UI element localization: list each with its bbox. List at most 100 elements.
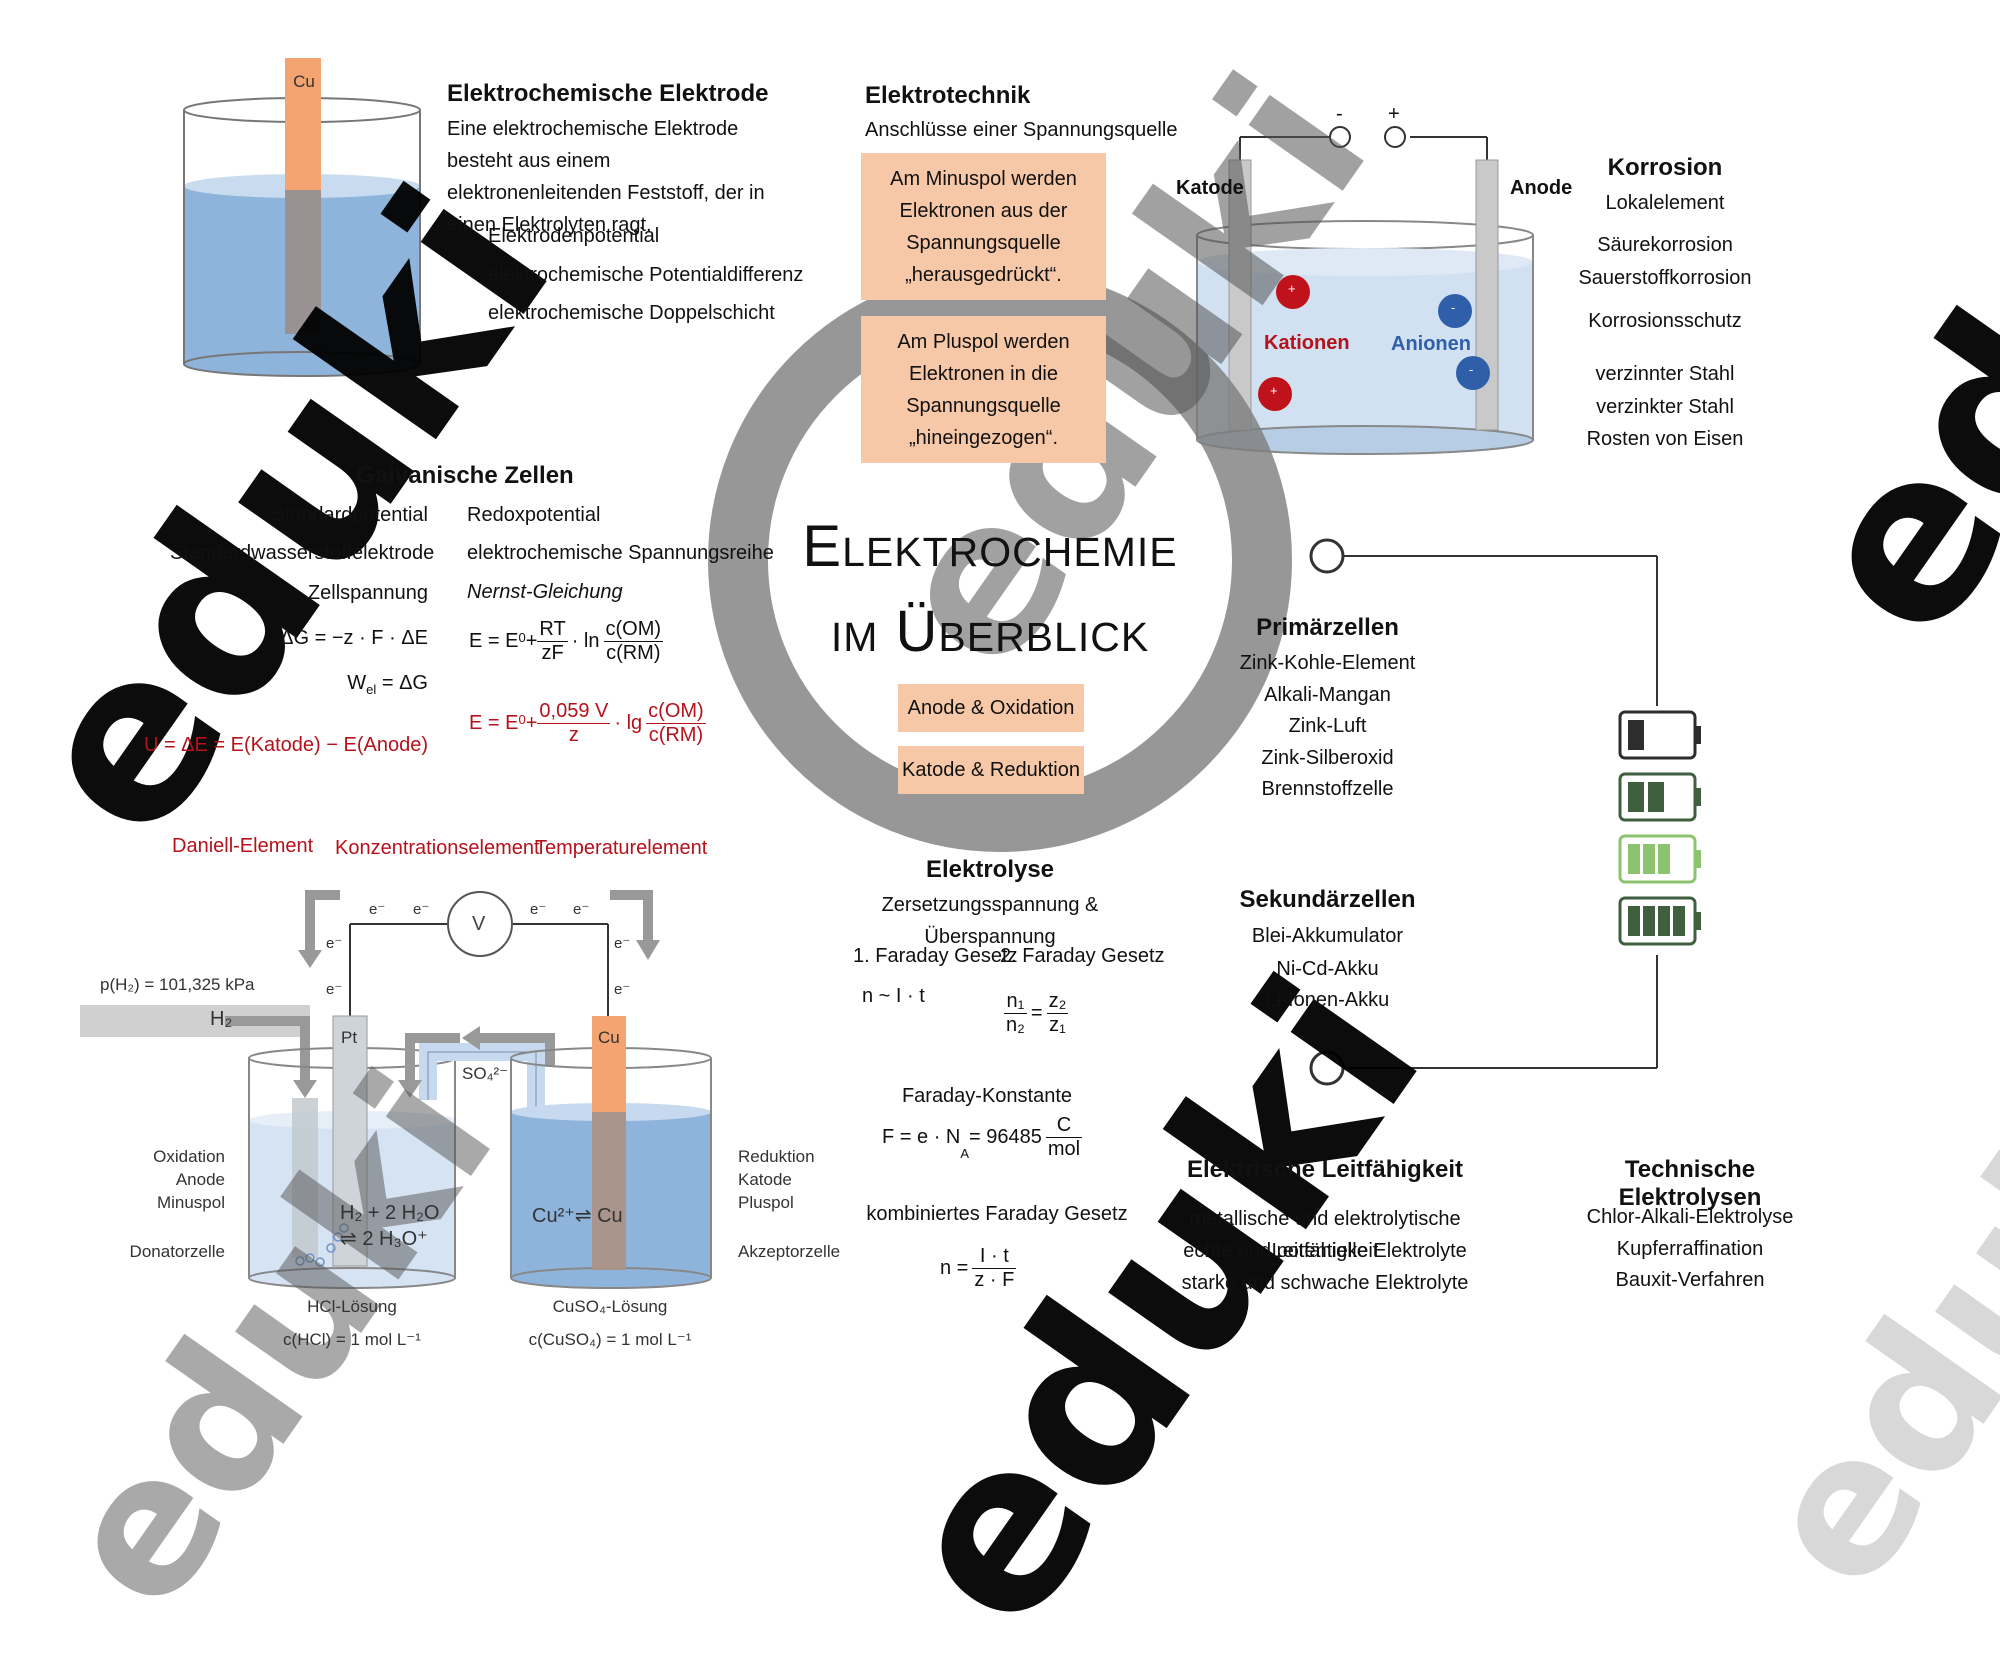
left-reaction-2: ⇌ 2 H₃O⁺: [340, 1228, 428, 1250]
f-unit-d: mol: [1047, 1138, 1081, 1160]
sekundaer-item-3: Li-Ionen-Akku: [1265, 989, 1390, 1011]
nernst2-lhs: E = E: [469, 712, 519, 734]
korrosion-item-2: Säurekorrosion: [1597, 234, 1733, 256]
nernst1-plus: +: [525, 630, 538, 652]
faraday-proportionality: n ~ I · t: [862, 985, 925, 1007]
f-sub: A: [960, 1146, 970, 1161]
right-label-1: Reduktion: [738, 1147, 815, 1166]
galvanisch-left-1: Standardpotential: [271, 504, 428, 526]
f-unit-n: C: [1045, 1114, 1083, 1138]
electron-2: e⁻: [413, 901, 430, 918]
ratio-equals: =: [1030, 1002, 1043, 1024]
kombiniertes-gesetz: kombiniertes Faraday Gesetz: [866, 1203, 1128, 1225]
left-label-3: Minuspol: [156, 1193, 225, 1212]
cation-sign-2: +: [1270, 383, 1278, 398]
electrode-item-3: elektrochemische Doppelschicht: [488, 302, 775, 324]
kombi-den: z · F: [974, 1269, 1015, 1291]
electron-1: e⁻: [369, 901, 386, 918]
galvanisch-right-2: elektrochemische Spannungsreihe: [467, 542, 774, 564]
pt-electrode-label: Pt: [341, 1028, 358, 1047]
nernst2-lg: · lg: [614, 712, 643, 734]
nernst2-f1n: 0,059 V: [537, 700, 611, 724]
battery-circuit: [1309, 538, 1701, 1086]
f-val: = 96485: [969, 1126, 1042, 1148]
nernst1-ln: · ln: [571, 630, 600, 652]
nernst1-f2n: c(OM): [603, 618, 664, 642]
nernst1-frac2: c(OM)c(RM): [603, 618, 664, 665]
electron-6: e⁻: [326, 981, 343, 998]
kombi-lhs: n =: [940, 1257, 969, 1279]
left-label-2: Anode: [175, 1170, 225, 1189]
konzentrationselement-label: Konzentrationselement: [335, 837, 540, 859]
ratio-n2: n₂: [1006, 1014, 1025, 1036]
cation-sign-1: +: [1288, 281, 1296, 296]
electrode-item-2: elektrochemische Potentialdifferenz: [488, 264, 804, 286]
minuspol-box: Am Minuspol werden Elektronen aus der Sp…: [861, 153, 1106, 300]
left-reaction-1: H₂ + 2 H₂O: [340, 1202, 440, 1224]
electron-5: e⁻: [326, 935, 343, 952]
primaer-item-2: Alkali-Mangan: [1264, 684, 1391, 706]
anion-sign-2: -: [1469, 362, 1474, 377]
electrode-beaker: [183, 58, 421, 377]
korrosion-heading: Korrosion: [1607, 154, 1723, 181]
leitfaehigkeit-heading: Elektrische Leitfähigkeit: [1186, 1156, 1464, 1183]
page-title-line-1: Elektrochemie: [802, 514, 1178, 579]
kationen-label: Kationen: [1264, 332, 1350, 354]
page-title-line-2: im Überblick: [830, 599, 1150, 664]
left-label-4: Donatorzelle: [129, 1242, 225, 1261]
electrode-cu-label: Cu: [293, 72, 315, 91]
cu-electrode-label: Cu: [598, 1028, 620, 1047]
korrosion-item-7: Rosten von Eisen: [1586, 428, 1744, 450]
eq-wel-w: W: [347, 672, 367, 694]
temperaturelement-label: Temperaturelement: [535, 837, 708, 859]
nernst2-f1d: z: [568, 724, 579, 746]
nernst1-f1n: RT: [537, 618, 568, 642]
primaer-item-4: Zink-Silberoxid: [1261, 747, 1394, 769]
electron-7: e⁻: [614, 935, 631, 952]
daniell-element-label: Daniell-Element: [172, 835, 314, 857]
galvanisch-left-2: Standardwasserstoffelektrode: [170, 542, 435, 564]
leitfaehigkeit-item-2: echte und potentielle Elektrolyte: [1183, 1240, 1467, 1262]
korrosion-item-3: Sauerstoffkorrosion: [1578, 267, 1752, 289]
korrosion-item-6: verzinkter Stahl: [1596, 396, 1734, 418]
technisch-item-1: Chlor-Alkali-Elektrolyse: [1586, 1206, 1794, 1228]
eq-gibbs: ΔG = −z · F · ΔE: [280, 627, 428, 649]
electrode-text: Eine elektrochemische Elektrode besteht …: [447, 118, 765, 236]
sekundaer-item-2: Ni-Cd-Akku: [1276, 958, 1379, 980]
eq-wel-sub: el: [366, 682, 377, 697]
technisch-item-2: Kupferraffination: [1616, 1238, 1764, 1260]
kombi-num: I · t: [972, 1245, 1017, 1269]
anode-label: Anode: [1510, 177, 1573, 199]
ratio-z2: z₂: [1046, 990, 1069, 1014]
ratio-n1: n₁: [1004, 990, 1027, 1014]
nernst1-f1d: zF: [541, 642, 564, 664]
ion-beaker: [1196, 126, 1534, 455]
nernst2-sup: 0: [518, 712, 526, 727]
korrosion-item-4: Korrosionsschutz: [1588, 310, 1742, 332]
elektrotechnik-heading: Elektrotechnik: [865, 82, 1031, 109]
right-solution: CuSO₄-Lösung: [552, 1297, 668, 1316]
galvanisch-left-3: Zellspannung: [307, 582, 428, 604]
elektrolyse-subheading: Zersetzungsspannung & Überspannung: [881, 894, 1099, 948]
source-minus: -: [1336, 103, 1343, 125]
primaer-item-3: Zink-Luft: [1288, 715, 1367, 737]
nernst1-sup: 0: [518, 630, 526, 645]
left-concentration: c(HCl) = 1 mol L⁻¹: [283, 1330, 421, 1349]
leitfaehigkeit-item-3: starke und schwache Elektrolyte: [1181, 1272, 1469, 1294]
leitfaehigkeit-item-1: metallische und elektrolytische Leitfähi…: [1189, 1208, 1461, 1262]
right-label-3: Pluspol: [738, 1193, 794, 1212]
right-concentration: c(CuSO₄) = 1 mol L⁻¹: [528, 1330, 692, 1349]
technisch-item-3: Bauxit-Verfahren: [1615, 1269, 1765, 1291]
nernst2-f2d: c(RM): [648, 724, 704, 746]
galvanisch-heading: Galvanische Zellen: [356, 462, 574, 489]
electron-8: e⁻: [614, 981, 631, 998]
anode-oxidation-box: Anode & Oxidation: [898, 684, 1084, 732]
